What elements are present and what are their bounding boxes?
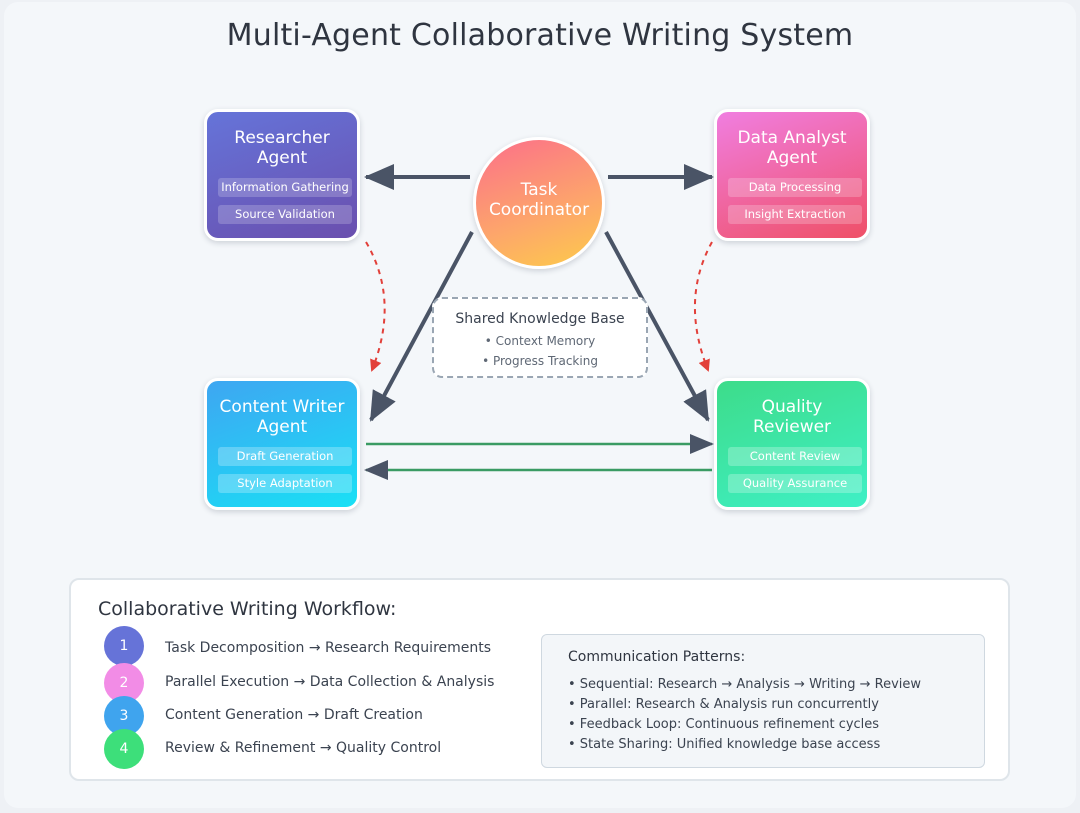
dashed-arrow-researcher-to-writer — [365, 241, 386, 372]
capability-information-gathering: Information Gathering — [218, 178, 352, 197]
capability-content-review: Content Review — [728, 447, 862, 466]
shared-knowledge-base: Shared Knowledge Base • Context Memory •… — [432, 297, 648, 378]
quality-reviewer-node: Quality Reviewer Content Review Quality … — [714, 378, 870, 510]
pattern-feedback-loop: • Feedback Loop: Continuous refinement c… — [568, 717, 880, 732]
knowledge-base-item-context-memory: • Context Memory — [484, 334, 596, 348]
capability-data-processing: Data Processing — [728, 178, 862, 197]
researcher-agent-name-line2: Agent — [256, 148, 308, 168]
quality-reviewer-name: Quality Reviewer — [717, 397, 867, 437]
knowledge-base-title: Shared Knowledge Base — [455, 311, 625, 327]
researcher-agent-name-line1: Researcher — [234, 128, 330, 148]
content-writer-agent-name: Content Writer Agent — [207, 397, 357, 437]
arrow-coordinator-to-writer — [369, 231, 474, 422]
dashed-arrow-analyst-to-quality — [694, 241, 713, 372]
pattern-state-sharing: • State Sharing: Unified knowledge base … — [568, 737, 881, 752]
content-writer-agent-name-line2: Agent — [256, 417, 308, 437]
pattern-parallel: • Parallel: Research & Analysis run conc… — [568, 697, 879, 712]
arrow-coordinator-to-quality — [604, 231, 710, 422]
workflow-panel: Collaborative Writing Workflow: 1 Task D… — [69, 578, 1010, 781]
workflow-title: Collaborative Writing Workflow: — [98, 598, 397, 620]
quality-reviewer-name-line1: Quality — [761, 397, 823, 417]
data-analyst-agent-node: Data Analyst Agent Data Processing Insig… — [714, 109, 870, 241]
pattern-sequential: • Sequential: Research → Analysis → Writ… — [568, 677, 922, 692]
data-analyst-agent-name-line1: Data Analyst — [737, 128, 847, 148]
capability-style-adaptation: Style Adaptation — [218, 474, 352, 493]
content-writer-agent-name-line1: Content Writer — [219, 397, 345, 417]
task-coordinator-name: Task Coordinator — [476, 180, 602, 220]
capability-source-validation: Source Validation — [218, 205, 352, 224]
task-coordinator-name-line2: Coordinator — [488, 200, 590, 220]
knowledge-base-item-progress-tracking: • Progress Tracking — [482, 354, 598, 368]
researcher-agent-name: Researcher Agent — [207, 128, 357, 168]
page-title: Multi-Agent Collaborative Writing System — [226, 18, 854, 53]
quality-reviewer-name-line2: Reviewer — [752, 417, 832, 437]
data-analyst-agent-name: Data Analyst Agent — [717, 128, 867, 168]
researcher-agent-node: Researcher Agent Information Gathering S… — [204, 109, 360, 241]
capability-quality-assurance: Quality Assurance — [728, 474, 862, 493]
capability-insight-extraction: Insight Extraction — [728, 205, 862, 224]
workflow-step-4-text: Review & Refinement → Quality Control — [165, 740, 442, 756]
communication-patterns-title: Communication Patterns: — [568, 649, 746, 665]
capability-draft-generation: Draft Generation — [218, 447, 352, 466]
task-coordinator-name-line1: Task — [520, 180, 558, 200]
workflow-step-2-text: Parallel Execution → Data Collection & A… — [165, 674, 495, 690]
data-analyst-agent-name-line2: Agent — [766, 148, 818, 168]
content-writer-agent-node: Content Writer Agent Draft Generation St… — [204, 378, 360, 510]
workflow-step-3-text: Content Generation → Draft Creation — [165, 707, 423, 723]
task-coordinator-node: Task Coordinator — [473, 137, 605, 269]
workflow-step-4-badge: 4 — [104, 729, 144, 769]
communication-patterns-box: Communication Patterns: • Sequential: Re… — [541, 634, 985, 768]
workflow-step-1-badge: 1 — [104, 626, 144, 666]
workflow-step-1-text: Task Decomposition → Research Requiremen… — [165, 640, 492, 656]
